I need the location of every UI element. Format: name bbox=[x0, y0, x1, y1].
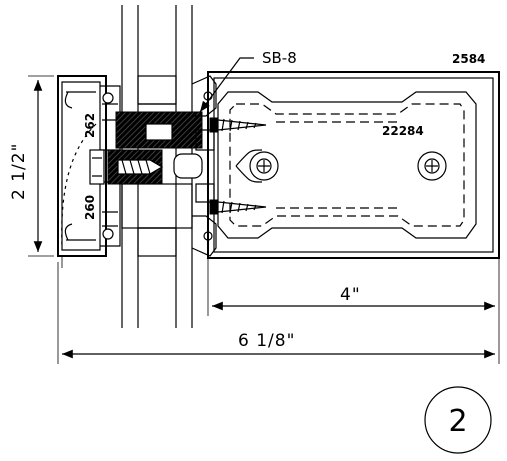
frame-part-label: 2584 bbox=[452, 52, 485, 66]
overall-width-label: 6 1/8" bbox=[238, 331, 295, 351]
lower-adaptor-label: 260 bbox=[83, 195, 97, 220]
screw-boss-right bbox=[417, 151, 447, 181]
sb8-leader bbox=[199, 57, 254, 113]
mullion-body bbox=[121, 75, 193, 257]
tube-22284 bbox=[207, 71, 500, 259]
glazing-adaptor-lower bbox=[100, 181, 121, 247]
tube-width-dimension bbox=[207, 258, 500, 316]
tube-part-label: 22284 bbox=[382, 124, 424, 138]
pressure-plate bbox=[89, 149, 105, 185]
height-dimension-label: 2 1/2" bbox=[9, 143, 29, 200]
upper-adaptor-label: 262 bbox=[83, 113, 97, 138]
detail-number: 2 bbox=[448, 404, 467, 439]
tube-width-label: 4" bbox=[340, 285, 361, 305]
snap-cover bbox=[57, 75, 107, 268]
height-dimension bbox=[28, 75, 54, 257]
filler-block bbox=[107, 149, 203, 185]
sb8-label: SB-8 bbox=[262, 49, 297, 67]
sealant-block bbox=[115, 111, 203, 149]
screw-boss-left bbox=[249, 151, 279, 181]
detail-bubble bbox=[424, 386, 492, 454]
overall-width-dimension bbox=[57, 262, 500, 364]
